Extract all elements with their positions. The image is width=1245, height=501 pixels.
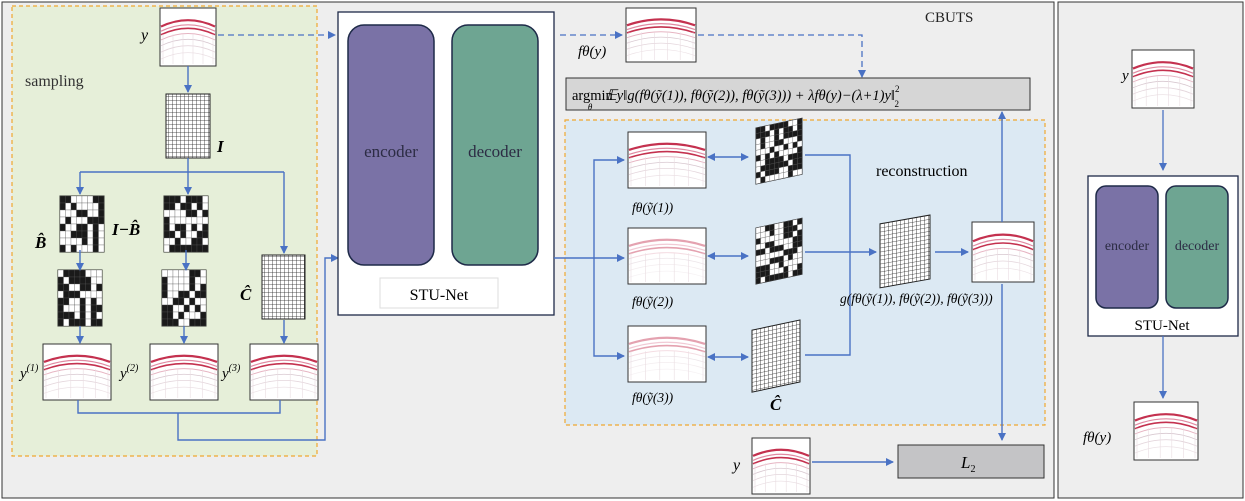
mask-c-grid bbox=[261, 254, 306, 320]
mask-b-random bbox=[59, 195, 105, 253]
dashed-arrows bbox=[218, 31, 866, 78]
mask-ib-label: I−B̂ bbox=[111, 220, 140, 239]
decoder-label: decoder bbox=[468, 142, 522, 161]
pred1-label: fθ(ỹ(1)) bbox=[632, 200, 674, 215]
inference-input-image bbox=[1131, 49, 1195, 109]
inference-y-label: y bbox=[1120, 68, 1129, 84]
loss-label: L2 bbox=[960, 453, 975, 475]
input-y-image bbox=[159, 7, 217, 67]
seismic-images bbox=[42, 7, 1199, 495]
recon-arrows bbox=[554, 111, 1006, 466]
y2-image bbox=[149, 343, 219, 401]
sampling-arrows bbox=[76, 66, 339, 441]
mask-b-label: B̂ bbox=[34, 233, 46, 252]
stu-net-name-box bbox=[379, 277, 499, 309]
loss-input-y-label: y bbox=[731, 457, 741, 474]
f-theta-y-image bbox=[625, 7, 697, 63]
mask-full-label: I bbox=[216, 137, 225, 156]
inference-decoder-label: decoder bbox=[1175, 239, 1220, 254]
diagram-title: CBUTS bbox=[925, 10, 973, 26]
inference-output-image bbox=[1133, 401, 1199, 461]
inference-encoder-block bbox=[1095, 185, 1159, 309]
inference-decoder-block bbox=[1165, 185, 1229, 309]
y1-image bbox=[42, 343, 112, 401]
inference-output-label: fθ(y) bbox=[1083, 430, 1111, 446]
mask-ib-random bbox=[163, 195, 209, 253]
y1-label: y(1) bbox=[18, 363, 39, 382]
encoder-block bbox=[347, 24, 435, 266]
decoder-block bbox=[451, 24, 539, 266]
y3-label: y(3) bbox=[220, 363, 241, 382]
recon-mask-c-label: Ĉ bbox=[770, 395, 782, 414]
recon-mask-3 bbox=[751, 319, 801, 393]
inference-encoder-label: encoder bbox=[1105, 239, 1150, 254]
mask-full-grid bbox=[165, 93, 211, 159]
merged-mask bbox=[879, 214, 931, 289]
loss-box bbox=[897, 444, 1045, 479]
inference-stu-net-label: STU-Net bbox=[1135, 318, 1191, 334]
pred3-label: fθ(ỹ(3)) bbox=[632, 390, 674, 405]
mask-ib-downsampled bbox=[161, 269, 207, 327]
pred2-label: fθ(ỹ(2)) bbox=[632, 294, 674, 309]
pred2-image bbox=[627, 227, 707, 285]
loss-input-y-image bbox=[751, 437, 811, 495]
mask-b-downsampled bbox=[57, 269, 103, 327]
recon-mask-1 bbox=[755, 117, 803, 185]
pred1-image bbox=[627, 131, 707, 189]
encoder-label: encoder bbox=[364, 142, 418, 161]
sampling-label: sampling bbox=[25, 73, 84, 90]
reconstruction-label: reconstruction bbox=[876, 163, 968, 180]
merged-recon-image bbox=[971, 221, 1035, 283]
merge-function-label: g(fθ(ỹ(1)), fθ(ỹ(2)), fθ(ỹ(3))) bbox=[840, 291, 993, 306]
objective-box bbox=[565, 77, 1031, 111]
input-y-label: y bbox=[139, 27, 149, 44]
mask-c-label: Ĉ bbox=[240, 285, 252, 304]
stu-net-label: STU-Net bbox=[410, 287, 469, 304]
recon-mask-2 bbox=[755, 217, 803, 285]
pred3-image bbox=[627, 325, 707, 383]
y3-image bbox=[249, 343, 319, 401]
y2-label: y(2) bbox=[118, 363, 139, 382]
f-theta-y-label: fθ(y) bbox=[578, 44, 606, 60]
